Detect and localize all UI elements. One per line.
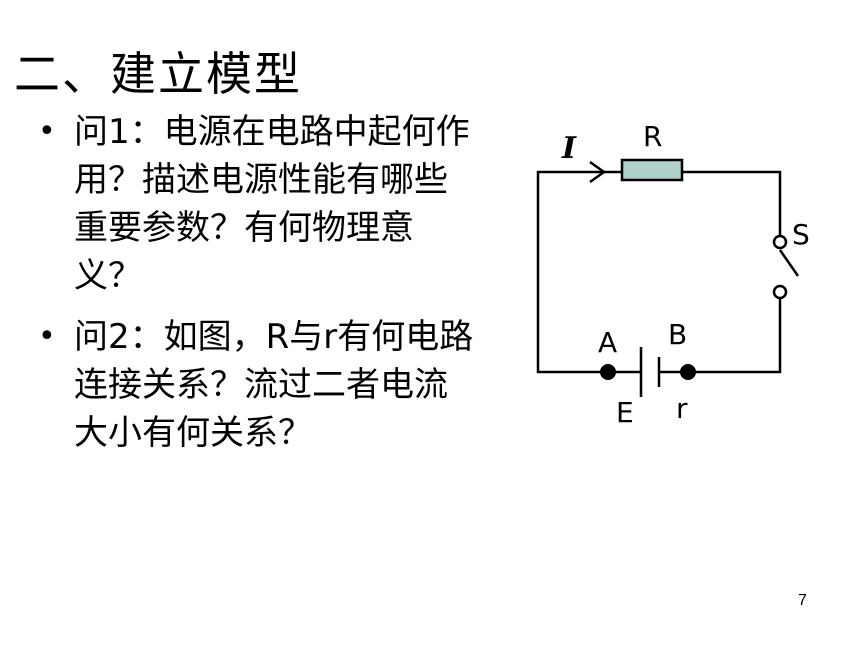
wire-right-top bbox=[682, 170, 782, 236]
emf-label: E bbox=[616, 396, 634, 429]
question-list: • 问1：电源在电路中起何作用？描述电源性能有哪些重要参数？有何物理意义？ • … bbox=[30, 108, 480, 470]
node-b bbox=[680, 364, 696, 380]
internal-resistance-label: r bbox=[676, 392, 688, 425]
current-label: I bbox=[561, 131, 577, 166]
wire-right-bottom bbox=[688, 298, 782, 374]
node-b-label: B bbox=[668, 318, 687, 351]
switch-label: S bbox=[792, 218, 810, 251]
bullet-icon: • bbox=[38, 114, 56, 149]
slide-title: 二、建立模型 bbox=[14, 47, 302, 101]
current-arrow-icon bbox=[589, 160, 607, 184]
switch-terminal-top bbox=[772, 234, 788, 250]
question-text: 问2：如图，R与r有何电路连接关系？流过二者电流大小有何关系？ bbox=[74, 317, 474, 453]
resistor-label: R bbox=[643, 120, 662, 153]
resistor-r bbox=[620, 158, 684, 182]
switch-lever bbox=[778, 249, 800, 277]
question-item-2: • 问2：如图，R与r有何电路连接关系？流过二者电流大小有何关系？ bbox=[30, 313, 480, 457]
question-item-1: • 问1：电源在电路中起何作用？描述电源性能有哪些重要参数？有何物理意义？ bbox=[30, 108, 480, 300]
wire-left-top bbox=[536, 170, 622, 374]
page-number: 7 bbox=[798, 592, 807, 609]
switch-terminal-bottom bbox=[772, 284, 788, 300]
node-a bbox=[600, 364, 616, 380]
question-text: 问1：电源在电路中起何作用？描述电源性能有哪些重要参数？有何物理意义？ bbox=[74, 112, 470, 296]
bullet-icon: • bbox=[38, 319, 56, 354]
node-a-label: A bbox=[598, 326, 617, 359]
